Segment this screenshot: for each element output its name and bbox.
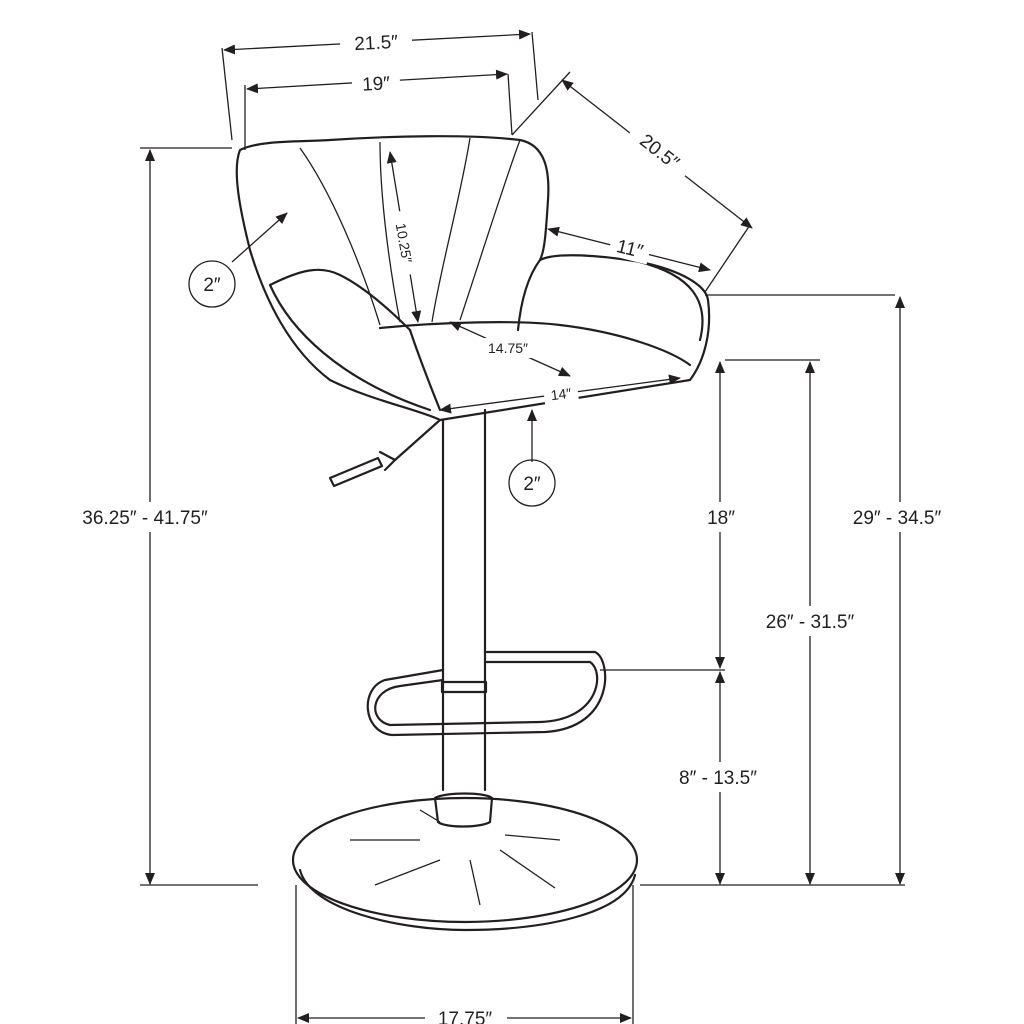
seat-height-label: 26″ - 31.5″ [766,612,855,633]
dimension-labels: 21.5″ 19″ 20.5″ 11″ 10.25″ 2″ 14.75″ 14″… [65,26,958,1024]
seat-thickness-label: 2″ [523,474,541,495]
back-width-label: 19″ [362,73,391,95]
backrest [235,135,711,422]
footrest-height-label: 8″ - 13.5″ [679,768,757,789]
seat-to-arm-label: 18″ [707,508,735,529]
arm-height-label: 29″ - 34.5″ [853,508,942,529]
overall-width-label: 21.5″ [354,32,399,55]
seat-depth-label: 14.75″ [488,340,528,356]
dimension-lines [140,29,905,1024]
back-thickness-label: 2″ [203,275,221,296]
seat-width-label: 14″ [550,385,572,403]
back-height-label: 10.25″ [393,222,416,264]
overall-height-label: 36.25″ - 41.75″ [82,508,208,529]
base [291,796,639,924]
base-diameter-label: 17.75″ [438,1009,493,1024]
